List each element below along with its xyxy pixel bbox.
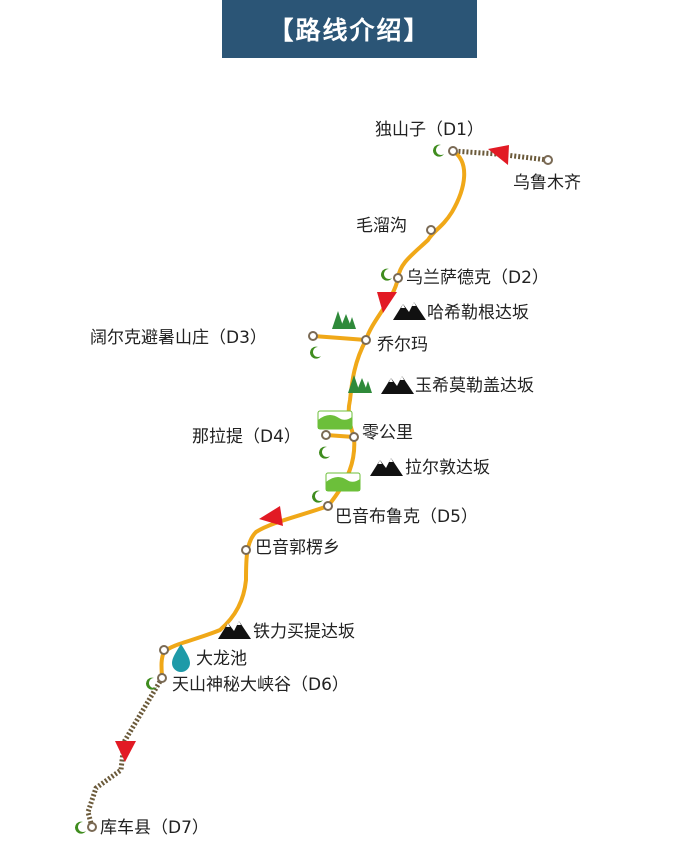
- label-yuximolegaidaban: 玉希莫勒盖达坂: [415, 376, 534, 396]
- route-nodes: [87, 146, 553, 832]
- mountain-icon: [370, 458, 403, 476]
- label-wulansadeke: 乌兰萨德克（D2）: [406, 268, 549, 288]
- arrow-icon: [259, 506, 283, 526]
- label-tianshan: 天山神秘大峡谷（D6）: [172, 675, 349, 695]
- label-dushanzi: 独山子（D1）: [375, 120, 484, 140]
- node-kuoerke: [308, 331, 318, 341]
- label-kuoerke: 阔尔克避暑山庄（D3）: [90, 328, 267, 348]
- node-dushanzi: [448, 146, 458, 156]
- page-title: 【路线介绍】: [222, 0, 477, 58]
- lake-icon: [172, 644, 190, 672]
- moon-icon: [146, 677, 157, 690]
- meadow-icon: [325, 472, 361, 492]
- label-kuqa: 库车县（D7）: [100, 818, 209, 838]
- mountain-icon: [393, 302, 426, 320]
- moon-icon: [433, 144, 444, 157]
- node-maoliugou: [426, 225, 436, 235]
- node-kuqa: [87, 822, 97, 832]
- moon-icon: [381, 268, 392, 281]
- rail-kuqa: [85, 676, 165, 828]
- arrow-icon: [488, 145, 509, 165]
- rail-urumqi-dushanzi: [452, 148, 549, 163]
- mountain-icon: [381, 376, 414, 394]
- node-tianshan: [157, 673, 167, 683]
- node-nalati: [321, 430, 331, 440]
- label-nalati: 那拉提（D4）: [192, 427, 301, 447]
- label-bayinguolengxiang: 巴音郭楞乡: [255, 538, 340, 558]
- moon-icon: [312, 490, 323, 503]
- arrow-icon: [115, 741, 136, 762]
- node-urumqi: [543, 155, 553, 165]
- node-bayinbuluke: [323, 501, 333, 511]
- label-linggongli: 零公里: [362, 423, 413, 443]
- moon-icon: [310, 346, 321, 359]
- main-route: [159, 149, 467, 680]
- place-labels: 乌鲁木齐 独山子（D1） 毛溜沟 乌兰萨德克（D2） 哈希勒根达坂 阔尔克避暑山…: [90, 120, 581, 838]
- node-bayinguolengxiang: [241, 545, 251, 555]
- node-wulansadeke: [393, 273, 403, 283]
- label-tielimaitidaban: 铁力买提达坂: [253, 622, 355, 642]
- node-qiaoerma: [361, 335, 371, 345]
- branch-kuoerke: [312, 334, 367, 342]
- label-haxilegendaban: 哈希勒根达坂: [427, 303, 529, 323]
- arrow-icon: [377, 292, 397, 313]
- node-linggongli: [349, 432, 359, 442]
- node-dalongchi: [159, 645, 169, 655]
- rail-segments: [85, 148, 549, 828]
- moon-icon: [75, 821, 86, 834]
- label-dalongchi: 大龙池: [196, 649, 247, 669]
- label-laerdundaban: 拉尔敦达坂: [405, 458, 490, 478]
- label-maoliugou: 毛溜沟: [356, 216, 407, 236]
- label-qiaoerma: 乔尔玛: [377, 335, 428, 355]
- label-urumqi: 乌鲁木齐: [513, 173, 581, 193]
- moon-icon: [319, 446, 330, 459]
- tree-icon: [332, 311, 356, 329]
- direction-arrows: [115, 145, 509, 762]
- meadow-icon: [317, 410, 353, 430]
- label-bayinbuluke: 巴音布鲁克（D5）: [335, 507, 478, 527]
